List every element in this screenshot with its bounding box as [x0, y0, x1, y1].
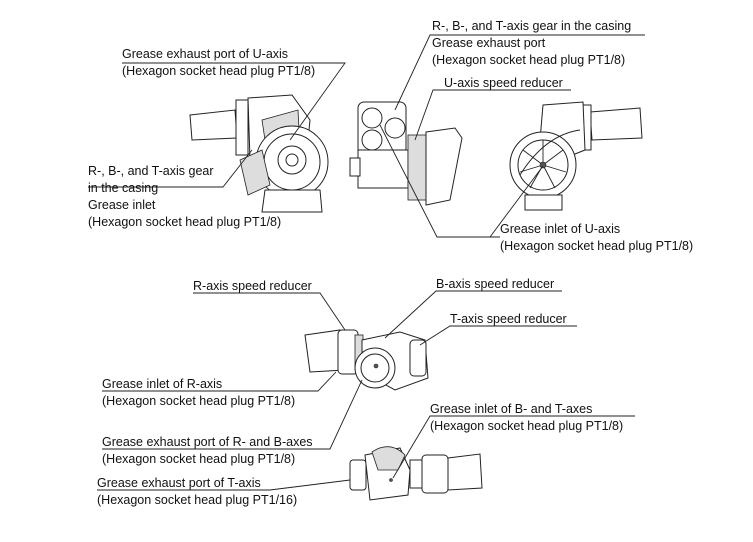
callout-detail: (Hexagon socket head plug PT1/8) [500, 239, 694, 253]
lower-end-flange [349, 459, 367, 491]
callout-u-axis-reducer: U-axis speed reducer [444, 75, 563, 92]
callout-detail: (Hexagon socket head plug PT1/16) [97, 493, 298, 507]
callout-u-axis-inlet: Grease inlet of U-axis (Hexagon socket h… [500, 221, 693, 255]
leader-t-exhaust [97, 479, 351, 491]
left-arm-view [189, 94, 329, 213]
callout-detail: (Hexagon socket head plug PT1/8) [88, 215, 282, 229]
callout-detail: (Hexagon socket head plug PT1/8) [122, 64, 316, 78]
callout-title: Grease inlet of B- and T-axes [430, 402, 593, 416]
right-arm-tube [589, 107, 643, 141]
leader-u-exhaust [122, 62, 346, 141]
callout-bt-axes-inlet: Grease inlet of B- and T-axes (Hexagon s… [430, 401, 623, 435]
callout-title: R-axis speed reducer [193, 279, 312, 293]
upper-b-reducer-center [373, 363, 379, 369]
left-arm-tube [189, 109, 238, 141]
center-motor-cap-2 [361, 129, 383, 151]
right-reducer-center [539, 161, 547, 169]
lower-t-exhaust-plug [389, 478, 393, 482]
lower-reducer [421, 454, 449, 494]
center-lower-body [357, 149, 409, 189]
left-u-reducer-center [285, 153, 299, 167]
lower-connector [409, 459, 423, 489]
left-flange [235, 99, 249, 156]
left-side-plate [239, 149, 271, 196]
left-base [261, 189, 323, 213]
right-hose [519, 129, 581, 176]
upper-t-reducer [409, 339, 427, 377]
callout-u-axis-exhaust: Grease exhaust port of U-axis (Hexagon s… [122, 46, 315, 80]
leader-r-inlet [102, 371, 337, 392]
upper-wrist-assembly [304, 329, 429, 391]
center-u-reducer [407, 134, 427, 201]
leader-u-reducer [414, 89, 571, 141]
leader-rb-exhaust [102, 379, 363, 450]
callout-rbt-gear-inlet: R-, B-, and T-axis gear in the casing Gr… [88, 163, 281, 231]
callout-port: Grease exhaust port [432, 36, 546, 50]
callout-title: U-axis speed reducer [444, 76, 563, 90]
lower-wrist-tube [447, 453, 483, 491]
callout-title: Grease inlet of U-axis [500, 222, 621, 236]
callout-title: Grease inlet of R-axis [102, 377, 223, 391]
callout-rbt-gear-exhaust: R-, B-, and T-axis gear in the casing Gr… [432, 18, 631, 69]
leader-r-reducer [193, 292, 346, 331]
callout-detail: (Hexagon socket head plug PT1/8) [430, 419, 624, 433]
center-arm-view [349, 101, 463, 206]
callout-title: Grease exhaust port of U-axis [122, 47, 289, 61]
callout-detail: (Hexagon socket head plug PT1/8) [102, 452, 296, 466]
center-side-fitting [349, 157, 361, 177]
callout-title: R-, B-, and T-axis gear in the casing [432, 19, 632, 33]
leader-rbt-inlet [88, 149, 253, 188]
leader-bt-inlet [392, 415, 635, 479]
callout-subtitle: in the casing [88, 181, 159, 195]
callout-title: Grease exhaust port of R- and B-axes [102, 435, 313, 449]
leader-t-reducer [419, 325, 577, 346]
center-arm-casting [425, 127, 463, 206]
lower-wrist-assembly [349, 446, 483, 501]
center-motor-cap-1 [361, 107, 383, 129]
callout-detail: (Hexagon socket head plug PT1/8) [102, 394, 296, 408]
callout-t-axis-reducer: T-axis speed reducer [450, 311, 567, 328]
callout-r-axis-reducer: R-axis speed reducer [193, 278, 312, 295]
callout-title: T-axis speed reducer [450, 312, 567, 326]
leader-b-reducer [384, 290, 562, 339]
callout-rb-axes-exhaust: Grease exhaust port of R- and B-axes (He… [102, 434, 313, 468]
right-arm-view [509, 101, 643, 211]
callout-port: Grease inlet [88, 198, 156, 212]
callout-b-axis-reducer: B-axis speed reducer [436, 276, 554, 293]
callout-title: R-, B-, and T-axis gear [88, 164, 214, 178]
callout-r-axis-inlet: Grease inlet of R-axis (Hexagon socket h… [102, 376, 295, 410]
callout-title: Grease exhaust port of T-axis [97, 476, 261, 490]
leader-u-inlet-right [489, 165, 544, 238]
leader-u-inlet-center [379, 124, 500, 238]
callout-title: B-axis speed reducer [436, 277, 555, 291]
callout-detail: (Hexagon socket head plug PT1/8) [432, 53, 626, 67]
right-base [524, 194, 563, 211]
leader-rbt-exhaust [394, 34, 645, 111]
center-motor-cap-3 [384, 117, 406, 139]
leader-lines [88, 34, 645, 491]
callout-t-axis-exhaust: Grease exhaust port of T-axis (Hexagon s… [97, 475, 297, 509]
